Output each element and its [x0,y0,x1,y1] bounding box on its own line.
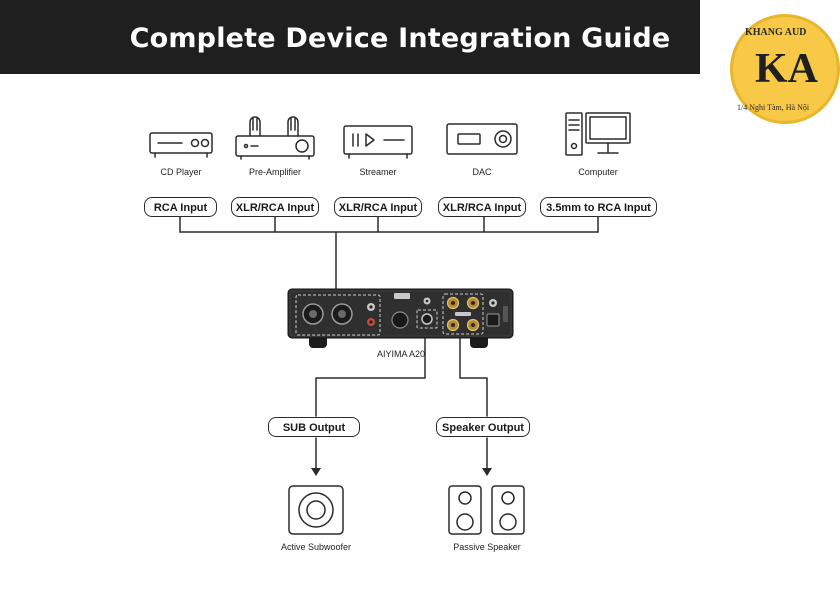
arrow-down-icon [482,468,492,476]
source-label-streamer: Streamer [359,167,397,177]
input-pill-3-5mm: 3.5mm to RCA Input [540,197,657,217]
computer-icon [565,112,631,156]
input-pill-xlr-rca-streamer: XLR/RCA Input [334,197,422,217]
logo-mark: KA [755,46,818,92]
amplifier-device [287,288,514,348]
input-wiring [179,216,599,290]
tube-preamplifier-icon [235,116,315,160]
output-pill-sub: SUB Output [268,417,360,437]
source-label-computer: Computer [578,167,618,177]
dac-icon [446,123,518,155]
connection-diagram [149,112,631,535]
title-bar [0,0,700,74]
arrow-down-icon [311,468,321,476]
output-pill-speaker: Speaker Output [436,417,530,437]
brand-logo: KHANG AUD KA 1/4 Nghi Tàm, Hà Nội [730,14,840,124]
subwoofer-icon [288,485,344,535]
device-name-label: AIYIMA A20 [376,349,426,359]
logo-brand-text: KHANG AUD [745,27,807,38]
logo-address: 1/4 Nghi Tàm, Hà Nội [737,103,810,112]
page-title: Complete Device Integration Guide [129,23,671,54]
passive-speaker-icon [448,485,525,535]
output-device-label-speaker: Passive Speaker [453,542,521,552]
source-label-pre-amplifier: Pre-Amplifier [248,167,301,177]
streamer-icon [343,125,413,159]
input-pill-xlr-rca-dac: XLR/RCA Input [438,197,526,217]
output-device-label-subwoofer: Active Subwoofer [280,542,352,552]
source-label-cd-player: CD Player [160,167,202,177]
output-wiring [315,332,488,471]
source-label-dac: DAC [472,167,492,177]
input-pill-rca: RCA Input [144,197,217,217]
cd-player-icon [149,132,213,158]
input-pill-xlr-rca-preamp: XLR/RCA Input [231,197,319,217]
